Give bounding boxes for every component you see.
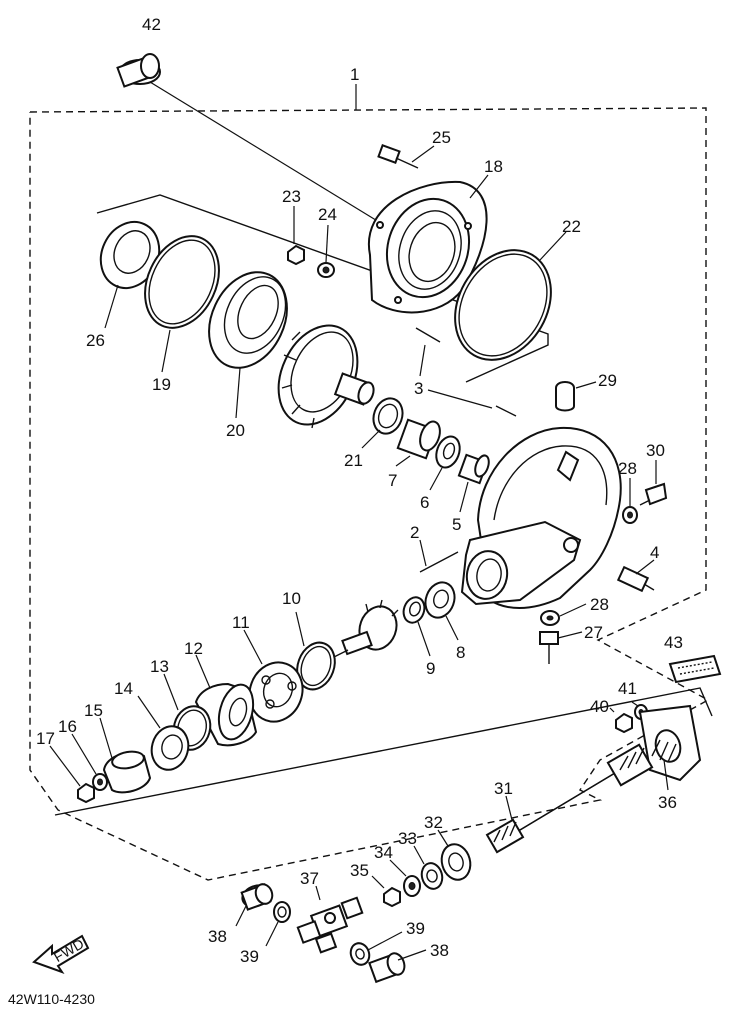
part-28-washer-lower: [540, 603, 587, 626]
callout-13: 13: [150, 657, 169, 676]
part-43-label: [668, 654, 722, 684]
callout-41: 41: [618, 679, 637, 698]
callout-26: 26: [86, 331, 105, 350]
callout-16: 16: [58, 717, 77, 736]
part-17-nut: [49, 745, 95, 804]
callout-11: 11: [232, 613, 250, 632]
part-32-oil-seal: [437, 829, 472, 881]
part-39-circlip-right: [349, 931, 403, 966]
callout-17: 17: [36, 729, 55, 748]
subassembly-bracket-upper: [96, 194, 549, 383]
callout-7: 7: [388, 471, 397, 490]
part-38-bearing-right: [368, 949, 427, 984]
callout-8: 8: [456, 643, 465, 662]
part-34-washer: [389, 859, 421, 897]
callout-27: 27: [584, 623, 603, 642]
callout-30: 30: [646, 441, 665, 460]
part-23-nut: [287, 206, 305, 266]
part-27-drain-plug: [539, 631, 583, 664]
part-5-bushing: [457, 453, 490, 513]
callout-36: 36: [658, 793, 677, 812]
part-10-o-ring: [295, 611, 336, 691]
callout-25: 25: [432, 128, 451, 147]
part-37-universal-joint: [296, 885, 364, 954]
part-3-stud: [415, 327, 517, 417]
callout-38: 38: [208, 927, 227, 946]
part-6-collar: [429, 435, 461, 491]
part-11-bearing: [243, 629, 304, 723]
part-18-bearing-housing: [367, 174, 489, 314]
callout-32: 32: [424, 813, 443, 832]
part-7-bearing: [395, 418, 441, 467]
callout-28b: 28: [590, 595, 609, 614]
callout-5: 5: [452, 515, 461, 534]
ring-gear: [277, 324, 375, 429]
part-40-nut: [609, 707, 633, 734]
callout-33: 33: [398, 829, 417, 848]
callout-2: 2: [410, 523, 419, 542]
part-8-bearing: [424, 581, 459, 641]
callout-14: 14: [114, 679, 133, 698]
part-31-drive-shaft: [485, 743, 654, 854]
part-19-o-ring: [144, 235, 220, 373]
gear-case: [460, 426, 622, 609]
callout-29: 29: [598, 371, 617, 390]
part-14-oil-seal: [137, 695, 190, 771]
drawing-code: 42W110-4230: [8, 991, 95, 1007]
part-25-bolt: [377, 144, 435, 169]
part-39-circlip-left: [265, 901, 291, 947]
callout-23: 23: [282, 187, 301, 206]
callout-24: 24: [318, 205, 337, 224]
callout-28: 28: [618, 459, 637, 478]
part-35-nut: [371, 875, 401, 908]
callout-39b: 39: [406, 919, 425, 938]
subassembly-bracket-lower: [54, 687, 713, 816]
callout-20: 20: [226, 421, 245, 440]
callout-1: 1: [350, 65, 359, 84]
callout-39: 39: [240, 947, 259, 966]
callout-43: 43: [664, 633, 683, 652]
part-9-collar: [402, 596, 431, 657]
pinion-gear: [327, 599, 399, 661]
callout-3: 3: [414, 379, 423, 398]
part-22-o-ring: [454, 231, 567, 361]
callout-9: 9: [426, 659, 435, 678]
callout-38b: 38: [430, 941, 449, 960]
part-29-cap: [555, 381, 597, 412]
part-16-washer: [71, 733, 108, 791]
part-30-bolt: [639, 460, 668, 506]
part-26-oil-seal: [99, 220, 161, 329]
callout-10: 10: [282, 589, 301, 608]
part-24-washer: [317, 224, 335, 278]
callout-19: 19: [152, 375, 171, 394]
callout-6: 6: [420, 493, 429, 512]
callout-4: 4: [650, 543, 659, 562]
part-20-bearing: [208, 271, 288, 419]
callout-42: 42: [142, 15, 161, 34]
callout-34: 34: [374, 843, 393, 862]
callout-40: 40: [590, 697, 609, 716]
callout-18: 18: [484, 157, 503, 176]
part-42-collar: [116, 53, 385, 226]
callout-15: 15: [84, 701, 103, 720]
callout-22: 22: [562, 217, 581, 236]
fwd-arrow-icon: [32, 934, 90, 974]
part-28-washer-upper: [622, 478, 638, 524]
callout-12: 12: [184, 639, 203, 658]
part-15-dust-cover: [99, 717, 152, 794]
callout-37: 37: [300, 869, 319, 888]
callout-35: 35: [350, 861, 369, 880]
callout-31: 31: [494, 779, 513, 798]
part-36-yoke: [638, 704, 702, 791]
callout-21: 21: [344, 451, 363, 470]
part-2-stud: [419, 539, 459, 573]
part-33-washer: [413, 845, 444, 890]
part-21-shim: [361, 397, 404, 449]
part-38-bearing-left: [235, 883, 274, 927]
part-4-breather: [616, 559, 655, 593]
